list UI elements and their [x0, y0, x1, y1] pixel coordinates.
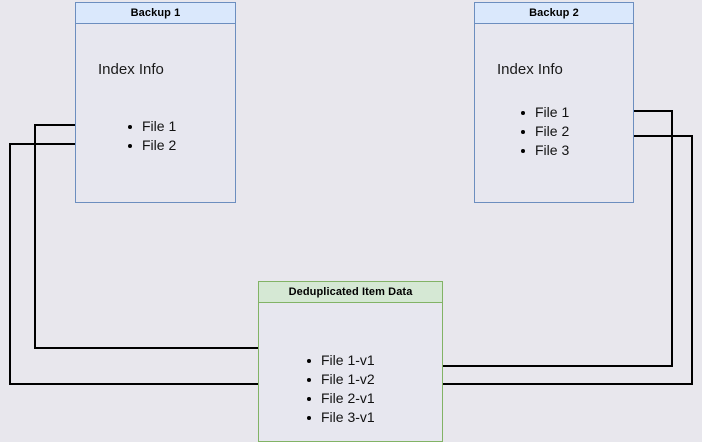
backup2-body: Index Info File 1 File 2 File 3: [475, 24, 633, 202]
backup2-index-label: Index Info: [497, 61, 563, 78]
backup2-box[interactable]: Backup 2 Index Info File 1 File 2 File 3: [474, 2, 634, 203]
list-item[interactable]: File 2: [519, 122, 569, 141]
backup2-title: Backup 2: [475, 3, 633, 24]
list-item[interactable]: File 1: [519, 103, 569, 122]
backup1-box[interactable]: Backup 1 Index Info File 1 File 2: [75, 2, 236, 203]
dedup-title: Deduplicated Item Data: [259, 282, 442, 303]
backup1-body: Index Info File 1 File 2: [76, 24, 235, 202]
backup1-title: Backup 1: [76, 3, 235, 24]
dedup-file-list: File 1-v1 File 1-v2 File 2-v1 File 3-v1: [305, 351, 375, 427]
list-item[interactable]: File 3: [519, 141, 569, 160]
backup1-index-label: Index Info: [98, 61, 164, 78]
list-item[interactable]: File 1-v2: [305, 370, 375, 389]
backup2-file-list: File 1 File 2 File 3: [519, 103, 569, 160]
list-item[interactable]: File 2: [126, 136, 176, 155]
backup1-file-list: File 1 File 2: [126, 117, 176, 155]
dedup-box[interactable]: Deduplicated Item Data File 1-v1 File 1-…: [258, 281, 443, 442]
dedup-body: File 1-v1 File 1-v2 File 2-v1 File 3-v1: [259, 303, 442, 441]
list-item[interactable]: File 1-v1: [305, 351, 375, 370]
list-item[interactable]: File 2-v1: [305, 389, 375, 408]
list-item[interactable]: File 1: [126, 117, 176, 136]
list-item[interactable]: File 3-v1: [305, 408, 375, 427]
